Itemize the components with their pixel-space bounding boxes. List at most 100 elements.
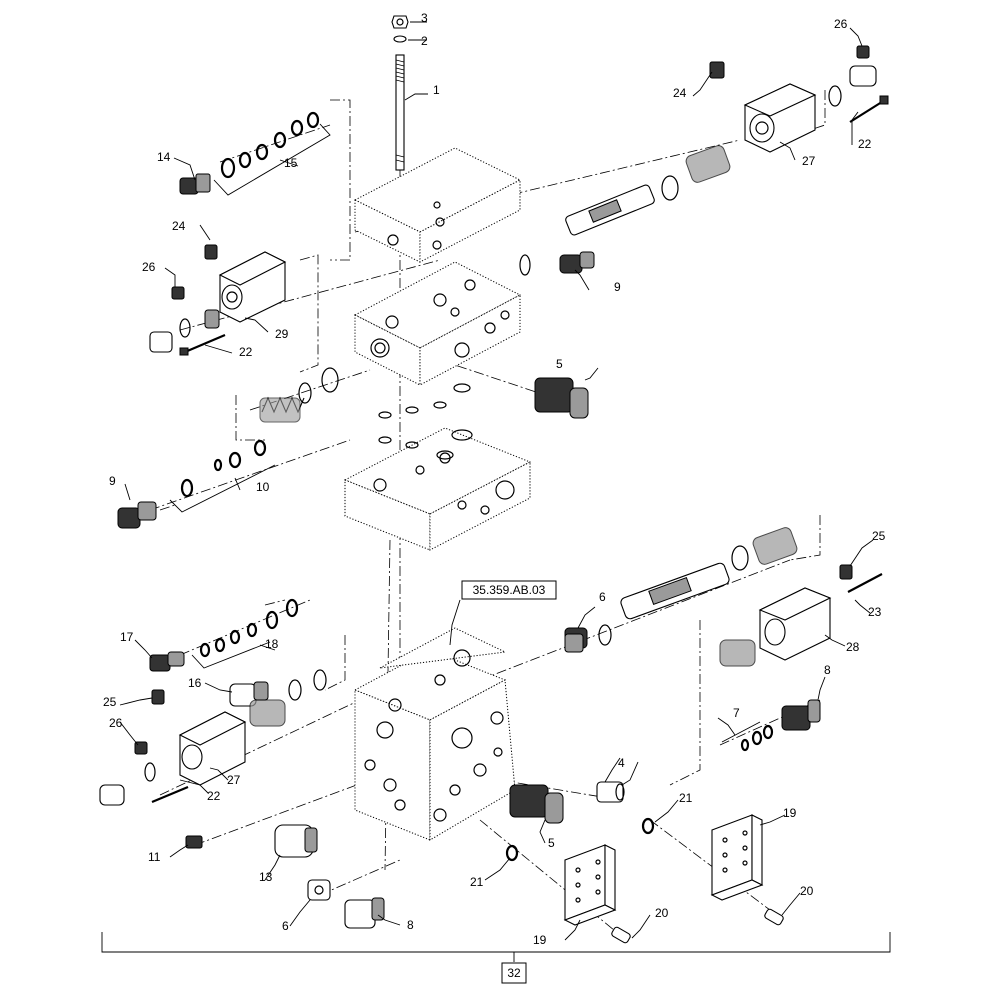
callout-9: 9 [614,280,621,294]
valve-fitting-17 [149,651,185,672]
solenoid-actuator-lower-right [758,587,832,661]
assembly-bracket [101,932,891,962]
relief-valve-right [519,251,595,276]
solenoid-actuator-upper-right [743,83,817,153]
snap-ring-21-left [505,844,519,862]
callout-3: 3 [421,11,428,25]
callout-6: 6 [599,590,606,604]
callout-29: 29 [275,327,289,341]
callout-25: 25 [103,695,117,709]
washer [393,35,407,43]
retainer-upper-right [661,175,679,201]
callout-7: 7 [733,706,740,720]
screw-20-right [764,908,784,926]
seal-lower [598,624,612,646]
spool-lower [620,562,730,620]
plug-right [856,45,870,59]
tie-rod [395,54,405,171]
callout-9: 9 [109,474,116,488]
coil-upper [149,309,220,353]
solenoid-actuator-lower-left [178,711,247,786]
callout-15: 15 [284,156,298,170]
relief-valve-8-bottom [344,897,385,929]
plug-6-bottom [307,879,331,901]
screw-upper-left [179,333,226,356]
callout-5: 5 [548,836,555,850]
callout-11: 11 [148,850,161,864]
retainer-left [298,367,339,404]
oring-set-lower [169,439,276,513]
callout-26: 26 [142,260,156,274]
callout-27: 27 [802,154,816,168]
reference-box-text: 35.359.AB.03 [473,583,546,597]
oring-set-upper [213,111,331,196]
relief-valve-left [117,501,157,529]
spring-bottom-left [249,699,286,727]
leader-lines [119,21,874,941]
spring-upper-right [685,145,731,183]
nut [391,15,409,29]
callout-1: 1 [433,83,440,97]
callout-22: 22 [239,345,253,359]
callout-10: 10 [256,480,270,494]
cover-plate-left [563,844,617,926]
callout-21: 21 [470,875,484,889]
breather-fitting-lower-right [839,564,853,580]
callout-20: 20 [800,884,814,898]
breather-fitting-upper [204,244,218,260]
assembly-box-text: 32 [507,966,521,980]
callout-22: 22 [207,789,221,803]
coil-lower-left [99,762,156,806]
callout-6: 6 [282,919,289,933]
centerlines [149,80,826,936]
solenoid-actuator-upper [218,251,287,323]
callout-13: 13 [259,870,273,884]
callout-16: 16 [188,676,202,690]
callout-21: 21 [679,791,693,805]
callout-20: 20 [655,906,669,920]
callout-19: 19 [533,933,547,947]
screw-20-left [611,926,631,944]
adapter-fitting [596,781,625,803]
oring-set-bottom-left [191,598,299,669]
callout-19: 19 [783,806,797,820]
callout-24: 24 [172,219,186,233]
check-valve-16 [229,669,327,707]
plug-upper [171,286,185,300]
breather-fitting-right [709,61,725,79]
oring-set-right [721,721,774,752]
top-end-plate [353,147,522,263]
callout-18: 18 [265,637,279,651]
screw-lower-left [151,785,189,804]
spring-left [259,396,305,423]
callout-25: 25 [872,529,886,543]
fitting-11 [185,835,203,849]
main-valve-body [353,627,516,841]
callout-14: 14 [157,150,171,164]
reference-box[interactable]: 35.359.AB.03 [461,580,557,600]
cartridge-valve-upper [534,377,589,419]
cap-13 [274,824,318,858]
callout-4: 4 [618,756,625,770]
screw-lower-right [847,573,883,593]
stack-seals [378,383,473,460]
coil-lower-right [719,639,756,667]
callout-26: 26 [109,716,123,730]
check-valve-fitting [179,173,211,195]
cartridge-valve-lower [509,784,564,824]
assembly-box[interactable]: 32 [501,962,527,984]
spool-upper [565,184,655,236]
cover-plate-right [710,814,764,901]
callout-26: 26 [834,17,848,31]
callout-24: 24 [673,86,687,100]
callout-8: 8 [824,663,831,677]
callout-22: 22 [858,137,872,151]
coil-right [828,65,877,107]
callout-2: 2 [421,34,428,48]
callout-17: 17 [120,630,134,644]
callout-28: 28 [846,640,860,654]
relief-valve-right-lower [781,699,821,731]
callout-23: 23 [868,605,882,619]
